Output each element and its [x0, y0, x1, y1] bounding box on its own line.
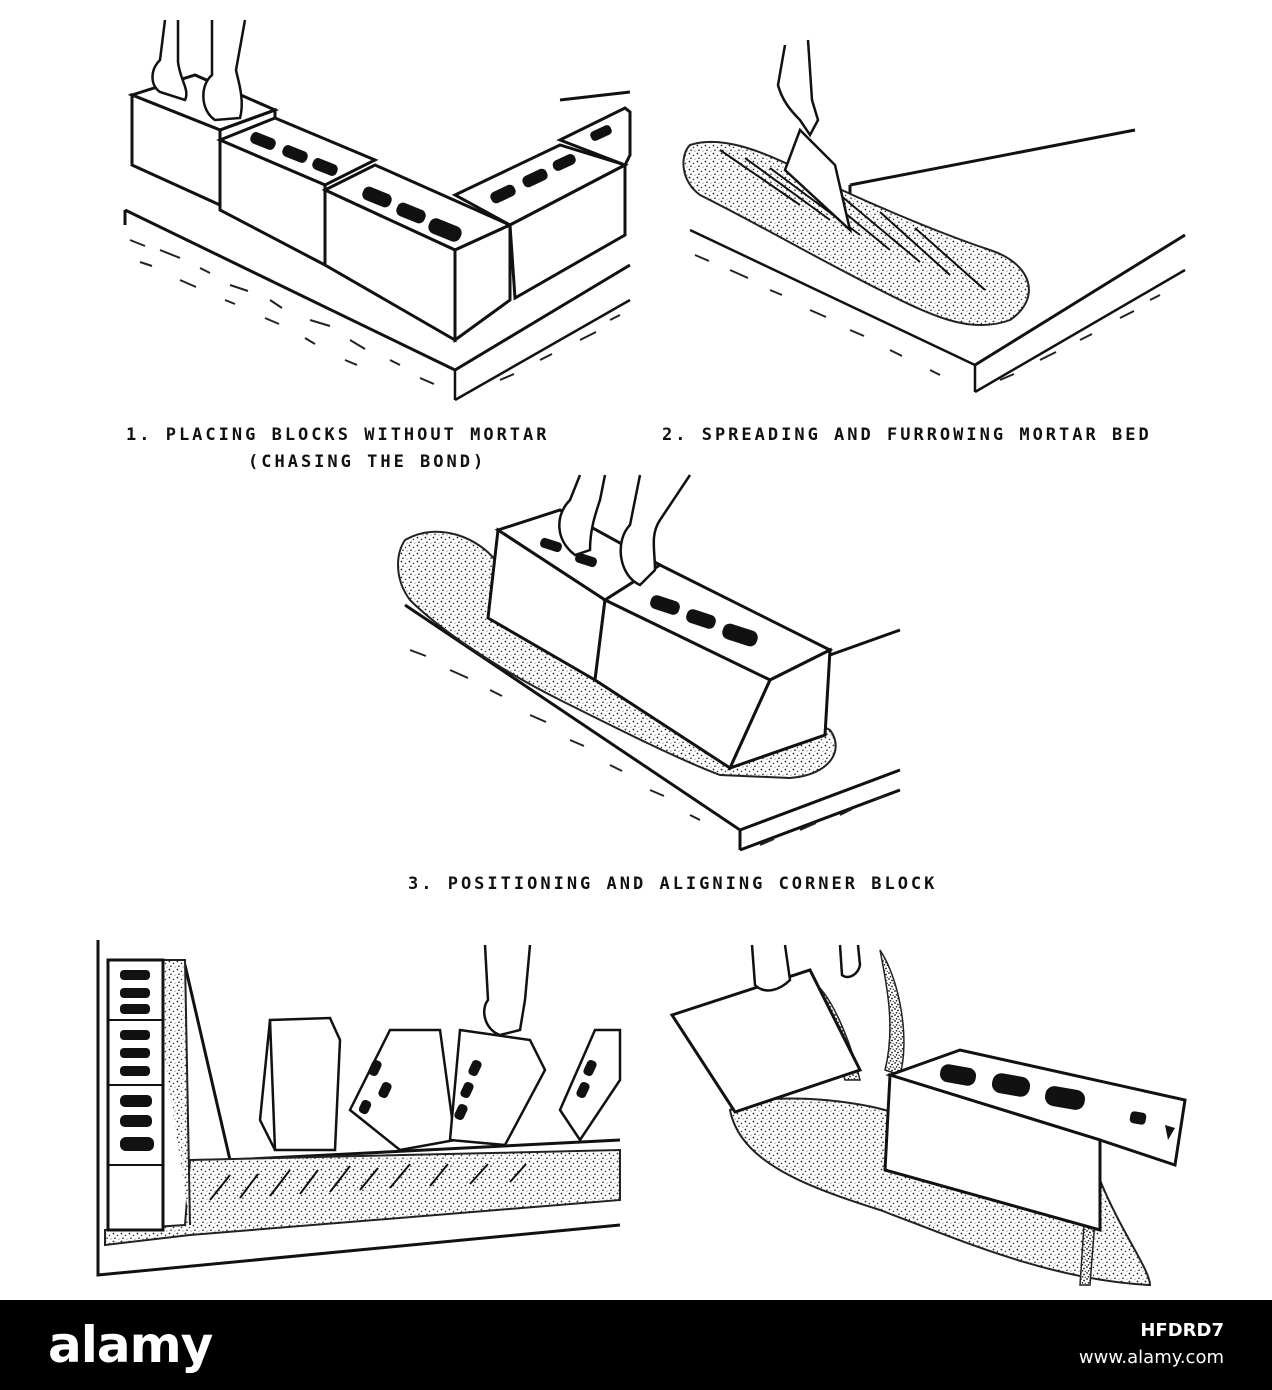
block-3: [321, 163, 514, 343]
hands-placing-block: [151, 19, 247, 122]
corner-block-right: [540, 537, 834, 771]
site-link[interactable]: www.alamy.com: [1078, 1347, 1224, 1368]
laid-block: [883, 1048, 1187, 1232]
hand-buttering: [483, 944, 532, 1037]
corner-block-column: [106, 958, 165, 1232]
caption-step-1-subtitle: (CHASING THE BOND): [248, 452, 487, 472]
panel-5-placing-block-in-mortar: [669, 944, 1187, 1287]
ground-texture: [694, 254, 1161, 381]
footer-bar: alamy HFDRD7 www.alamy.com: [0, 1300, 1272, 1390]
ground-texture: [129, 239, 621, 385]
mortar-bed: [104, 1148, 621, 1247]
footing-slab: [404, 603, 901, 852]
trowel-in-hand: [776, 39, 853, 234]
mortar-bed: [728, 1097, 1152, 1287]
ground-texture: [409, 649, 886, 846]
panel-1-placing-blocks: [123, 19, 632, 402]
panel-3-positioning-corner-block: [397, 474, 901, 852]
panel-2-spreading-mortar: [682, 39, 1186, 394]
image-id: HFDRD7: [1140, 1320, 1224, 1341]
mortar-bed: [682, 140, 1030, 327]
blocks-on-end: [258, 1016, 622, 1152]
caption-step-2: 2. SPREADING AND FURROWING MORTAR BED: [662, 425, 1152, 445]
panel-4-laying-course: [96, 940, 622, 1277]
block-5: [556, 106, 632, 167]
caption-step-3: 3. POSITIONING AND ALIGNING CORNER BLOCK: [408, 874, 938, 894]
alamy-logo[interactable]: alamy: [48, 1316, 213, 1374]
hands-positioning-block: [558, 474, 692, 587]
block-2: [216, 116, 379, 268]
footer-info: HFDRD7 www.alamy.com: [1079, 1320, 1224, 1368]
caption-step-1: 1. PLACING BLOCKS WITHOUT MORTAR: [126, 425, 550, 445]
illustration-canvas: [96, 19, 1187, 1287]
mortar-furrow: [209, 1163, 527, 1201]
hands-lowering-block: [750, 944, 862, 992]
